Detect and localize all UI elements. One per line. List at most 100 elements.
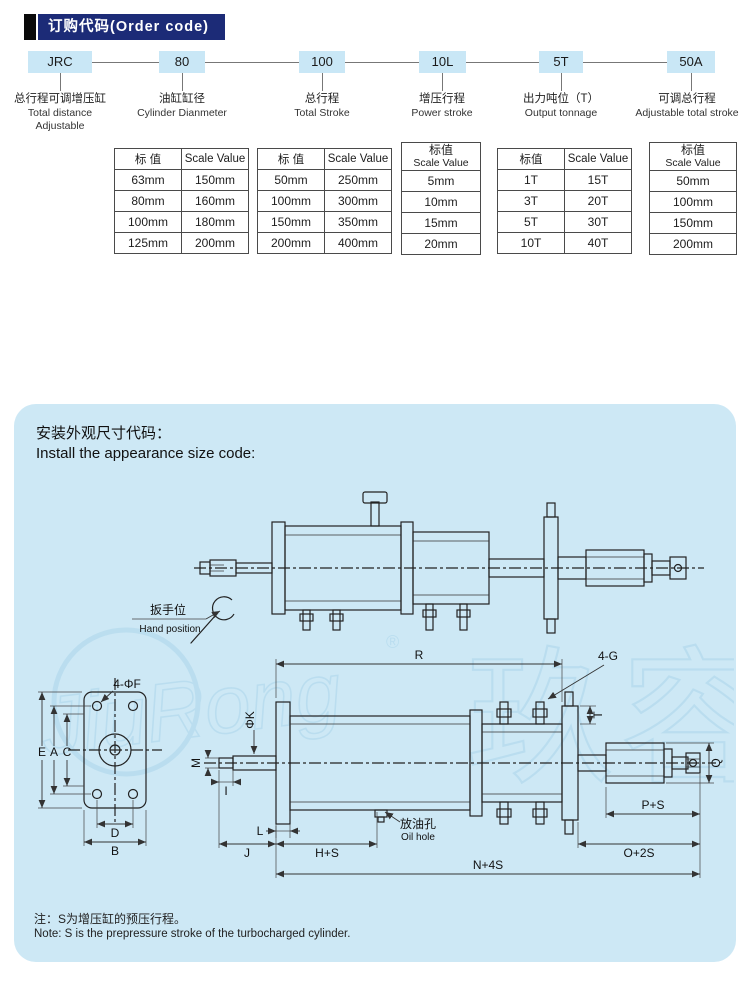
dim-B-label: B (111, 844, 119, 858)
dim-phiK-label: ΦK (243, 711, 257, 729)
table-header-cell: Scale Value (181, 148, 249, 170)
code-box-stroke: 100 (299, 51, 345, 73)
dim-HS-label: H+S (315, 846, 339, 860)
oil-hole-label-en: Oil hole (401, 832, 435, 843)
segment-label-cn: 总行程可调增压缸 (14, 93, 106, 105)
table-cell: 15mm (401, 212, 481, 234)
end-view-dimensions: 4-ΦF E A C (38, 677, 147, 858)
table-cell: 200mm (649, 233, 737, 255)
table-cell: 50mm (257, 169, 325, 191)
dim-4F-label: 4-ΦF (113, 677, 141, 691)
segment-label-tonnage: 出力吨位（T） Output tonnage (496, 92, 626, 120)
table-cell: 150mm (181, 169, 249, 191)
table-cell: 160mm (181, 190, 249, 212)
hand-position-label-cn: 扳手位 (150, 602, 186, 617)
side-view-dimensions: R 4-G T Q ΦK (189, 648, 723, 878)
table-cell: 5mm (401, 170, 481, 192)
end-view-drawing (68, 678, 162, 824)
table-cell: 150mm (257, 211, 325, 233)
code-box-adjustable: 50A (667, 51, 715, 73)
registered-mark: ® (386, 632, 399, 652)
table-cell: 125mm (114, 232, 182, 254)
page-header: 订购代码(Order code) (24, 14, 226, 40)
drop-line (182, 73, 183, 91)
table-cell: 400mm (324, 232, 392, 254)
panel-title-cn: 安装外观尺寸代码： (36, 425, 172, 442)
segment-label-en: Power stroke (411, 107, 473, 119)
hand-position-callout: 扳手位 Hand position (132, 602, 221, 635)
segment-label-jrc: 总行程可调增压缸 Total distance Adjustable (0, 92, 122, 133)
table-cell: 30T (564, 211, 632, 233)
table-cell: 15T (564, 169, 632, 191)
table-cell: 150mm (649, 212, 737, 234)
drop-line (442, 73, 443, 91)
code-box-bore: 80 (159, 51, 205, 73)
code-box-power-stroke: 10L (419, 51, 466, 73)
table-cell: 200mm (257, 232, 325, 254)
dim-Q-label: Q (709, 758, 723, 767)
table-cell: 100mm (257, 190, 325, 212)
table-cell: 250mm (324, 169, 392, 191)
drop-line (691, 73, 692, 91)
table-cell: 20T (564, 190, 632, 212)
install-dimensions-panel: 安装外观尺寸代码： Install the appearance size co… (14, 404, 736, 962)
table-header-cell: 标 值 (257, 148, 325, 170)
table-header-cn: 标值 (428, 143, 453, 157)
table-cell: 20mm (401, 233, 481, 255)
dim-D-label: D (111, 826, 120, 840)
drop-line (561, 73, 562, 91)
dim-4G-label: 4-G (598, 649, 618, 663)
watermark-script: JiuRong (35, 646, 346, 773)
segment-label-en: Total Stroke (294, 107, 350, 119)
dim-PS-label: P+S (641, 798, 664, 812)
code-box-jrc: JRC (28, 51, 92, 73)
dim-C-label: C (63, 745, 72, 759)
table-cell: 80mm (114, 190, 182, 212)
header-accent-square (24, 14, 36, 40)
table-cell: 100mm (114, 211, 182, 233)
dim-I-label: I (224, 784, 227, 798)
table-cell: 50mm (649, 170, 737, 192)
note-en: Note: S is the prepressure stroke of the… (34, 928, 351, 940)
note-cn: 注：S为增压缸的预压行程。 (34, 912, 187, 926)
panel-title-en: Install the appearance size code: (36, 445, 256, 462)
segment-label-en2: Adjustable (35, 120, 85, 132)
segment-label-en: Output tonnage (524, 107, 598, 119)
segment-label-en: Adjustable total stroke (635, 107, 739, 119)
table-cell: 180mm (181, 211, 249, 233)
dim-L-label: L (257, 824, 264, 838)
wrench-icon (190, 615, 216, 644)
table-cell: 350mm (324, 211, 392, 233)
code-box-tonnage: 5T (539, 51, 583, 73)
technical-drawing: JiuRong ® 玖容 (35, 491, 734, 878)
page-title: 订购代码(Order code) (38, 14, 226, 40)
wrench-jaw-icon (211, 596, 235, 621)
table-cell: 1T (497, 169, 565, 191)
table-cell: 40T (564, 232, 632, 254)
side-view-drawing (204, 691, 716, 835)
table-cell: 300mm (324, 190, 392, 212)
table-header-cell: 标 值 (114, 148, 182, 170)
dim-A-label: A (50, 745, 58, 759)
table-header-cell: Scale Value (564, 148, 632, 170)
segment-label-stroke: 总行程 Total Stroke (257, 92, 387, 120)
dim-O2S-label: O+2S (623, 846, 654, 860)
table-cell: 100mm (649, 191, 737, 213)
dim-N4S-label: N+4S (473, 858, 503, 872)
segment-label-bore: 油缸缸径 Cylinder Dianmeter (117, 92, 247, 120)
drop-line (60, 73, 61, 91)
table-header-en: Scale Value (413, 157, 469, 169)
segment-label-cn: 总行程 (304, 93, 340, 105)
dim-R-label: R (415, 648, 424, 662)
table-header-cell: Scale Value (324, 148, 392, 170)
drop-line (322, 73, 323, 91)
table-cell: 63mm (114, 169, 182, 191)
connector-line (60, 62, 691, 63)
